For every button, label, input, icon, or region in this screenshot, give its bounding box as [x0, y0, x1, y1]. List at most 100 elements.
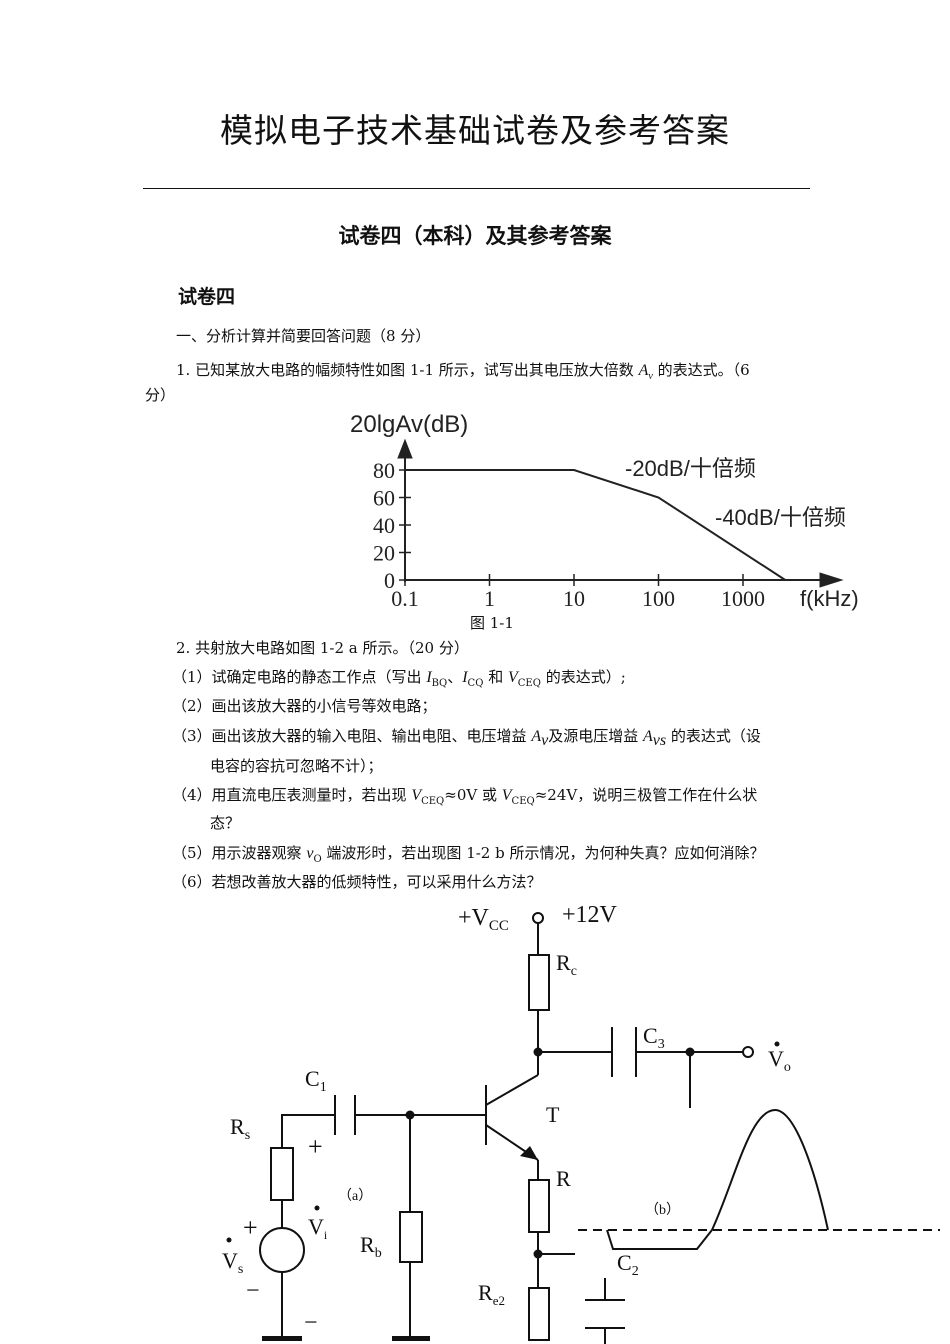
ceq-sub: CEQ [517, 678, 541, 689]
voltage-source-vs [259, 1227, 305, 1273]
c1-label: C1 [305, 1066, 327, 1095]
question-2-4-cont: 态？ [210, 814, 241, 832]
v-symbol: V [411, 787, 422, 804]
chart-annotation-40db: -40dB/十倍频 [715, 505, 846, 530]
question-2-3: （3）画出该放大器的输入电阻、输出电阻、电压增益 Av及源电压增益 Avs 的表… [172, 727, 761, 750]
vi-label: Vi [308, 1214, 328, 1242]
question-2-intro: 2. 共射放大电路如图 1-2 a 所示。（20 分） [176, 639, 469, 657]
v-symbol: V [501, 787, 512, 804]
source-plus: + [243, 1213, 258, 1242]
y-tick-label: 80 [373, 458, 395, 483]
q2-3-text: （3）画出该放大器的输入电阻、输出电阻、电压增益 [172, 727, 527, 745]
q2-5-text: （5）用示波器观察 [172, 844, 302, 862]
q2-4-text-c: ≈24V，说明三极管工作在什么状 [534, 786, 758, 804]
rb-label: Rb [360, 1232, 382, 1261]
re-label: R [556, 1166, 571, 1191]
q1-continued: 分） [145, 386, 176, 404]
i-symbol: I [426, 669, 432, 686]
y-tick-label: 40 [373, 513, 395, 538]
bq-sub: BQ [431, 678, 448, 689]
figure-b-label: （b） [645, 1202, 680, 1218]
q1-text: 1. 已知某放大电路的幅频特性如图 1-1 所示，试写出其电压放大倍数 [176, 361, 634, 379]
av-symbol: A [531, 728, 542, 745]
question-2-4: （4）用直流电压表测量时，若出现 VCEQ≈0V 或 VCEQ≈24V，说明三极… [172, 786, 757, 811]
q2-3-text-b: 及源电压增益 [548, 727, 639, 745]
output-minus: − [304, 1310, 318, 1336]
output-terminal [742, 1046, 754, 1058]
question-2-1: （1）试确定电路的静态工作点（写出 IBQ、ICQ 和 VCEQ 的表达式）; [172, 668, 626, 693]
y-tick-label: 0 [384, 568, 395, 593]
vcc-label: +VCC [458, 905, 509, 934]
x-tick-label: 10 [563, 586, 585, 611]
i-symbol: I [462, 669, 468, 686]
q2-4-text-b: ≈0V 或 [444, 786, 497, 804]
distorted-waveform [606, 1108, 829, 1250]
v-symbol: V [507, 669, 518, 686]
vo-symbol: v [306, 845, 314, 862]
o-sub: O [313, 854, 322, 865]
question-1: 1. 已知某放大电路的幅频特性如图 1-1 所示，试写出其电压放大倍数 Av 的… [176, 361, 750, 386]
q1-text-b: 的表达式。（6 [657, 361, 750, 379]
q2-3-text-c: 的表达式（设 [670, 727, 761, 745]
document-title: 模拟电子技术基础试卷及参考答案 [220, 111, 730, 150]
q1-sub: v [648, 371, 653, 383]
re2-label: Re2 [478, 1280, 505, 1308]
v-sub: v [541, 732, 549, 749]
q2-4-text: （4）用直流电压表测量时，若出现 [172, 786, 407, 804]
figure-a-label: （a） [338, 1188, 372, 1204]
vs-sub: vs [652, 732, 667, 749]
rc-label: Rc [556, 950, 577, 979]
vs-label: Vs [222, 1248, 243, 1277]
resistor-re [528, 1179, 550, 1233]
transistor-label: T [546, 1102, 560, 1127]
y-tick-label: 60 [373, 486, 395, 511]
ground-symbols [262, 1336, 430, 1341]
vcc-terminal [532, 912, 544, 924]
x-tick-label: 1000 [721, 586, 765, 611]
cq-sub: CQ [467, 678, 484, 689]
y-axis-arrow-icon [397, 438, 413, 459]
y-tick-label: 20 [373, 541, 395, 566]
rs-label: Rs [230, 1114, 250, 1143]
section-heading: 试卷四 [178, 286, 236, 308]
avs-symbol: A [643, 728, 653, 745]
c3-label: C3 [643, 1023, 665, 1052]
plus-sign: + [308, 1132, 323, 1161]
chart-xlabel: f(kHz) [800, 586, 859, 611]
exam-subtitle: 试卷四（本科）及其参考答案 [338, 224, 612, 248]
resistor-rc [528, 954, 550, 1011]
frequency-response-line [405, 469, 786, 581]
vcc-value: +12V [562, 902, 618, 928]
question-2-2: （2）画出该放大器的小信号等效电路； [172, 697, 437, 715]
chart-annotation-20db: -20dB/十倍频 [625, 456, 756, 481]
figure-1-1-caption: 图 1-1 [470, 614, 514, 632]
q1-symbol: Av [638, 362, 653, 383]
q1-sym: A [638, 362, 649, 379]
title-divider [143, 188, 810, 189]
x-tick-label: 1 [484, 586, 495, 611]
separator: 、 [447, 668, 463, 686]
q2-5-text-b: 端波形时，若出现图 1-2 b 所示情况，为何种失真？应如何消除？ [326, 844, 765, 862]
q2-1-text-b: 的表达式）; [545, 668, 626, 686]
emitter-arrow-icon [520, 1146, 538, 1160]
question-2-6: （6）若想改善放大器的低频特性，可以采用什么方法？ [172, 873, 542, 891]
resistor-rs [270, 1147, 294, 1201]
question-2-3-cont: 电容的容抗可忽略不计）； [210, 757, 383, 775]
x-tick-label: 100 [642, 586, 675, 611]
resistor-rb [399, 1211, 423, 1263]
question-2-5: （5）用示波器观察 vO 端波形时，若出现图 1-2 b 所示情况，为何种失真？… [172, 844, 765, 869]
c2-label: C2 [617, 1250, 639, 1279]
source-minus: − [246, 1278, 260, 1304]
and-text: 和 [488, 668, 504, 686]
resistor-re2 [528, 1287, 550, 1341]
chart-ylabel: 20lgAv(dB) [350, 411, 468, 438]
x-axis-arrow-icon [819, 572, 844, 588]
x-tick-label: 0.1 [391, 586, 419, 611]
ceq-sub: CEQ [511, 796, 535, 807]
ceq-sub: CEQ [421, 796, 445, 807]
vo-label: Vo [768, 1046, 791, 1075]
part1-heading: 一、分析计算并简要回答问题（8 分） [176, 327, 431, 345]
q2-1-text: （1）试确定电路的静态工作点（写出 [172, 668, 422, 686]
